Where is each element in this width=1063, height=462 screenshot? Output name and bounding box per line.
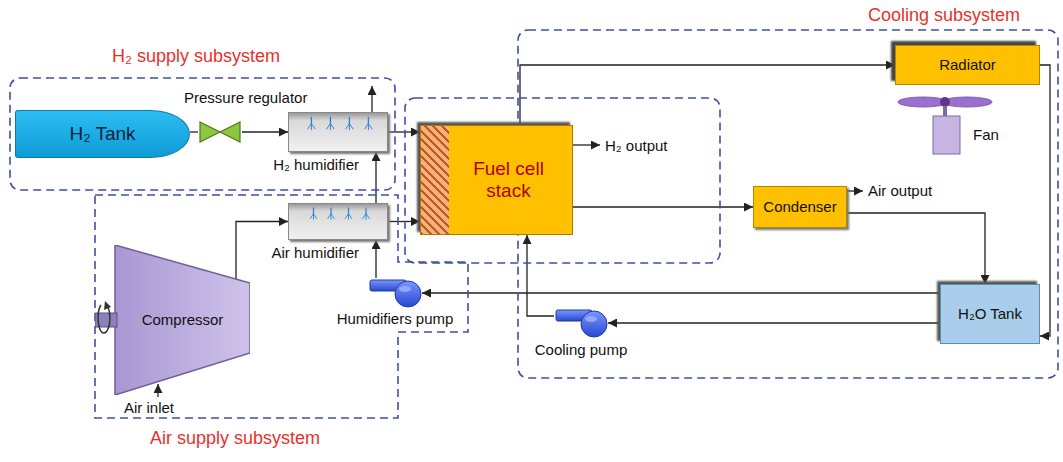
radiator-box: Radiator: [895, 45, 1040, 85]
flow-connector: [527, 235, 554, 316]
pressure-regulator: Pressure regulator: [198, 120, 242, 144]
humidifier-box-graphic: [289, 113, 387, 151]
component-label: Fuel cell stack: [461, 158, 556, 202]
component-label: Compressor: [142, 311, 224, 328]
component-label: H₂O Tank: [958, 305, 1022, 322]
flow-connector: [1040, 65, 1050, 336]
output-label: H₂ output: [605, 137, 668, 154]
component-caption: Humidifiers pump: [337, 310, 454, 327]
output-label: Air output: [868, 182, 932, 199]
flow-connector: [375, 240, 376, 278]
flow-connector: [608, 322, 940, 323]
inlet-arrow: [157, 384, 158, 397]
subsystem-label: Air supply subsystem: [150, 428, 320, 449]
pump-symbol-graphic: [368, 278, 422, 308]
condenser-box: Condenser: [753, 186, 847, 228]
water-tank: H₂O Tank: [940, 284, 1040, 344]
component-caption: Cooling pump: [535, 341, 628, 358]
pump-symbol: Humidifiers pump: [368, 278, 422, 308]
component-label: Radiator: [939, 56, 996, 73]
flow-connector: [242, 131, 288, 132]
component-caption: Fan: [973, 126, 999, 143]
humidifier-box-graphic: [289, 204, 387, 239]
humidifier-box: Air humidifier: [288, 203, 388, 240]
flow-connector: [190, 131, 198, 132]
vent-arrow: [371, 86, 372, 112]
storage-tank: H₂ Tank: [15, 110, 190, 158]
subsystem-label: Cooling subsystem: [868, 5, 1020, 26]
inlet-label: Air inlet: [124, 399, 174, 416]
subsystem-region: [518, 30, 1058, 378]
pressure-regulator-graphic: [198, 120, 242, 144]
component-label: Condenser: [763, 198, 836, 215]
stack-region: [405, 98, 720, 263]
flow-connector: [573, 206, 753, 207]
subsystem-region: [10, 78, 395, 190]
flow-connector: [422, 292, 940, 293]
compressor: Compressor: [95, 245, 250, 395]
flow-connector: [520, 65, 895, 125]
fuel-cell-stack: Fuel cell stack: [420, 125, 573, 235]
component-label: H₂ Tank: [69, 123, 135, 145]
flow-connector: [847, 213, 985, 284]
pump-symbol-graphic: [554, 308, 608, 338]
pump-symbol: Cooling pump: [554, 308, 608, 338]
subsystem-region: [95, 195, 468, 418]
component-caption: Air humidifier: [271, 244, 359, 261]
component-caption: Pressure regulator: [184, 89, 307, 106]
fan-symbol: Fan: [895, 92, 995, 155]
subsystem-label: H₂ supply subsystem: [112, 46, 280, 67]
component-caption: H₂ humidifier: [273, 156, 359, 173]
flow-connector: [388, 221, 420, 222]
humidifier-box: H₂ humidifier: [288, 112, 388, 152]
fan-symbol-graphic: [895, 92, 995, 155]
output-arrow: [573, 144, 600, 145]
flow-connector: [388, 131, 420, 132]
